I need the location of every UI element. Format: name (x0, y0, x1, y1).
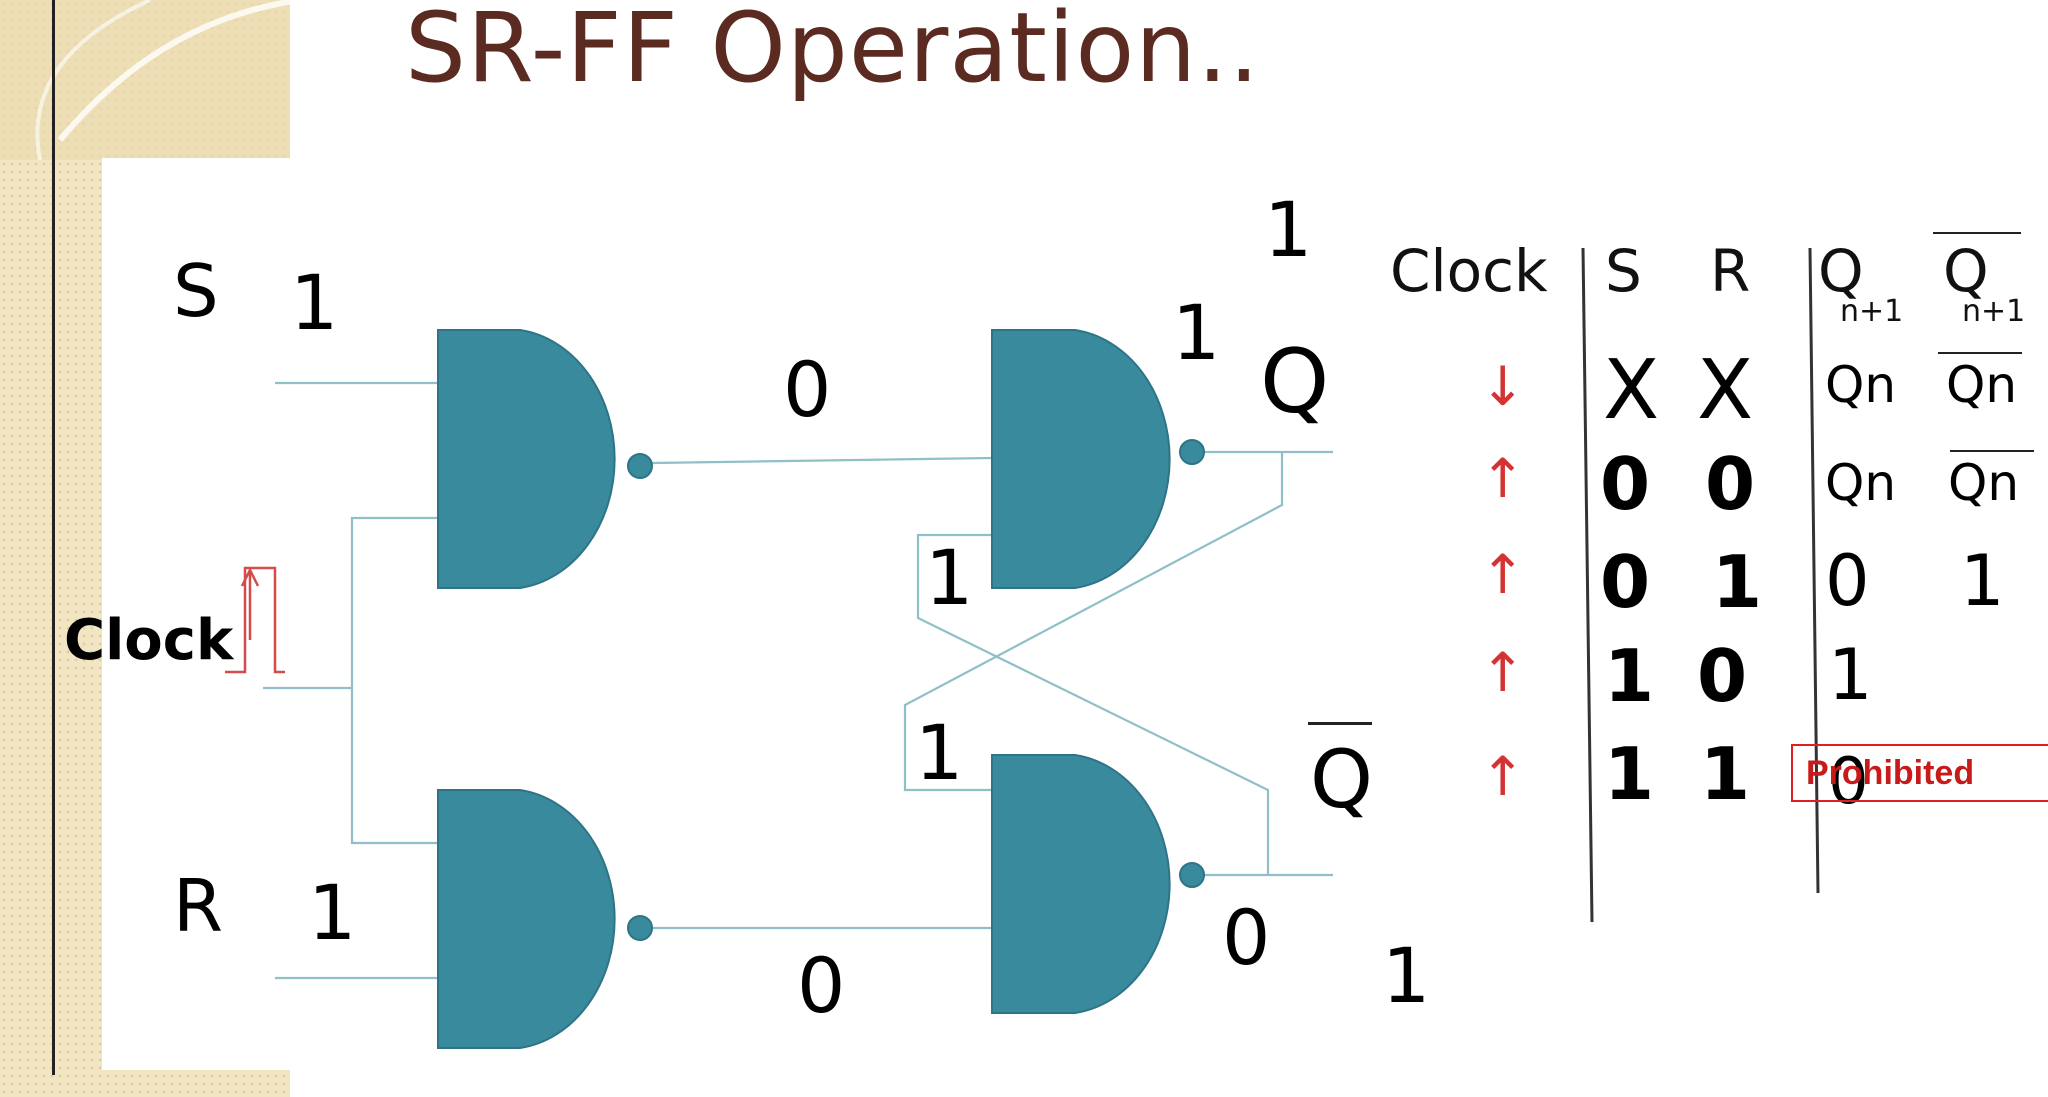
row4-clock-icon: ↑ (1480, 641, 1526, 704)
wires (263, 381, 1333, 980)
row1-q-bar-overline (1938, 352, 2022, 354)
input-label-s: S (173, 249, 219, 333)
slide-title: SR-FF Operation.. (405, 0, 1261, 104)
row4-s: 1 (1604, 634, 1655, 718)
prohibited-box (1791, 744, 2048, 802)
table-header-q-bar-subscript: n+1 (1962, 294, 2026, 329)
value-nand3-feedback-in: 1 (925, 533, 974, 622)
row5-clock-icon: ↑ (1480, 745, 1526, 808)
input-label-r: R (173, 864, 224, 948)
row2-s: 0 (1600, 442, 1651, 526)
value-nand1-out: 0 (783, 345, 832, 434)
row2-r: 0 (1705, 442, 1756, 526)
decor-arc (57, 0, 301, 142)
table-header-clock: Clock (1390, 237, 1548, 305)
table-header-s: S (1605, 237, 1642, 305)
table-header-q-bar: Q (1943, 237, 1989, 305)
table-header-q-subscript: n+1 (1840, 294, 1904, 329)
nand-gate-2 (437, 789, 653, 1049)
table-header-q: Q (1818, 237, 1864, 305)
input-label-clock: Clock (64, 608, 234, 673)
row5-q: 0 (1828, 745, 1869, 819)
row1-q-bar: Qn (1946, 356, 2018, 414)
value-nand4-feedback-in: 1 (915, 708, 964, 797)
row2-clock-icon: ↑ (1480, 447, 1526, 510)
row1-r: X (1697, 343, 1754, 438)
output-label-q-bar: Q (1310, 733, 1373, 826)
clock-pulse-icon (225, 566, 285, 674)
row5-s: 1 (1604, 732, 1655, 816)
wire-clock-split (350, 516, 438, 845)
wire-qbar-feedback (916, 533, 1270, 875)
row3-clock-icon: ↑ (1480, 543, 1526, 606)
header-q-bar-overline (1933, 232, 2021, 234)
row2-q-bar: Qn (1948, 454, 2020, 512)
row1-clock-icon: ↓ (1480, 355, 1526, 418)
table-divider-2 (1808, 247, 1820, 894)
nand-gate-3 (991, 329, 1205, 589)
value-q-out: 1 (1264, 185, 1313, 274)
row5-r: 1 (1700, 732, 1751, 816)
row4-q: 1 (1828, 634, 1873, 716)
row3-r: 1 (1712, 540, 1763, 624)
table-header-r: R (1710, 237, 1751, 305)
value-nand3-in: 1 (1172, 288, 1221, 377)
row2-q: Qn (1825, 454, 1897, 512)
value-nand2-out: 0 (797, 941, 846, 1030)
row4-r: 0 (1697, 634, 1748, 718)
value-r-in: 1 (308, 868, 357, 957)
row1-s: X (1603, 343, 1660, 438)
row1-q: Qn (1825, 356, 1897, 414)
row2-q-bar-overline (1950, 450, 2034, 452)
row3-q: 0 (1825, 540, 1870, 622)
output-label-q: Q (1260, 330, 1330, 433)
wire-q-feedback (903, 452, 1284, 792)
row3-q-bar: 1 (1960, 540, 2005, 622)
nand-gate-1 (437, 329, 653, 589)
table-divider-1 (1581, 247, 1594, 923)
value-s-in: 1 (290, 258, 339, 347)
value-q-bar-out: 1 (1382, 931, 1431, 1020)
value-nand4-out: 0 (1222, 893, 1271, 982)
q-bar-overline (1308, 722, 1372, 725)
left-rule (52, 0, 55, 1075)
nand-gate-4 (991, 754, 1205, 1014)
prohibited-label: Prohibited (1806, 754, 1975, 792)
wire-nand1-to-nand3 (651, 456, 993, 465)
row3-s: 0 (1600, 540, 1651, 624)
